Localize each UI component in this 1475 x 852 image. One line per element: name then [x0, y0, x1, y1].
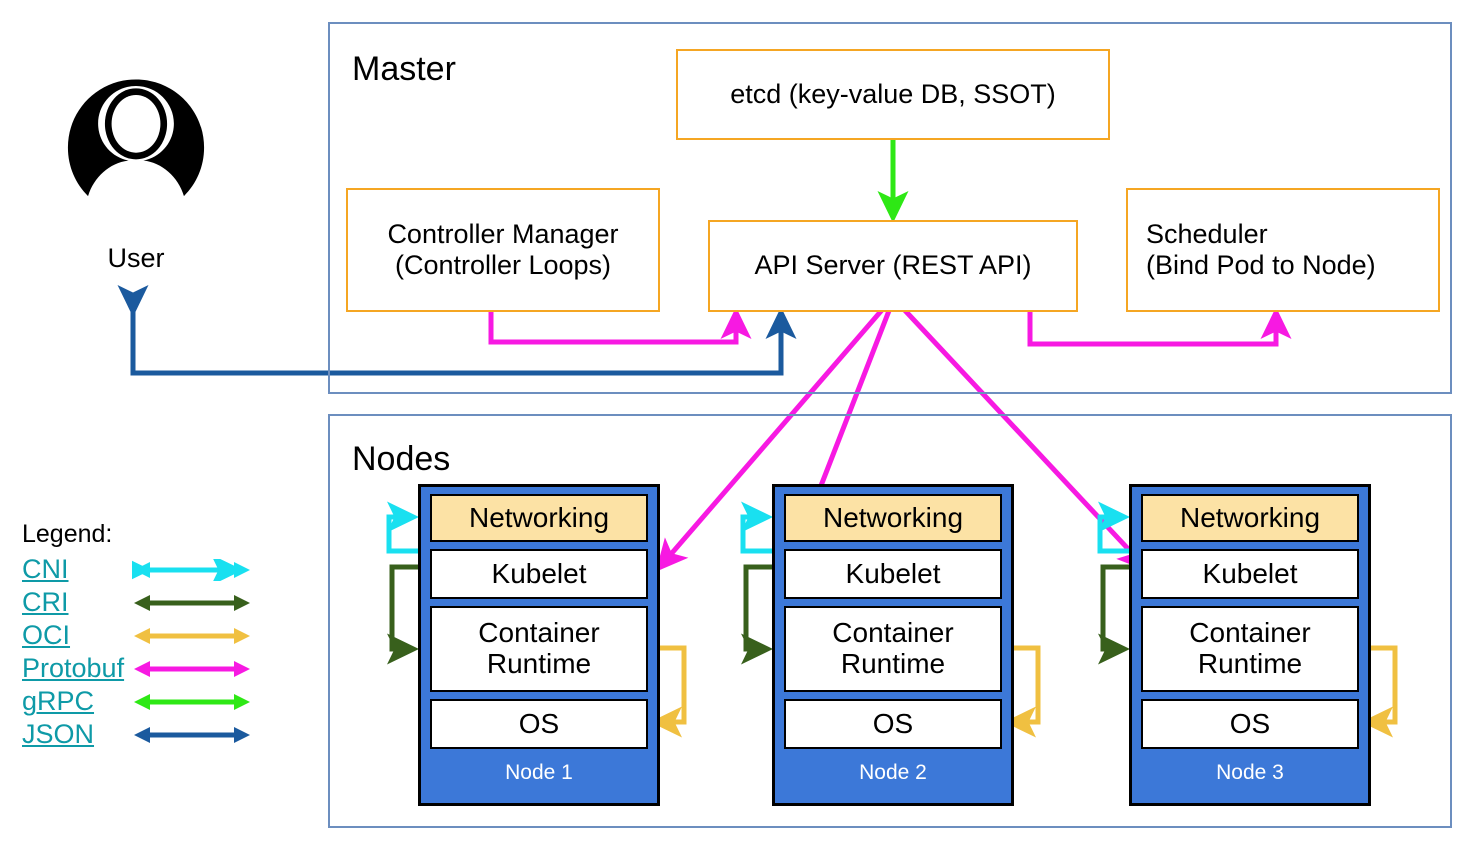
node-1-name: Node 1	[505, 761, 573, 784]
node-2-networking-label: Networking	[822, 501, 964, 533]
legend-link-cri[interactable]: CRI	[22, 587, 69, 617]
legend-link-cni[interactable]: CNI	[22, 554, 69, 584]
node-2-kubelet-label: Kubelet	[845, 557, 941, 589]
node-1-kubelet-label: Kubelet	[491, 557, 587, 589]
node-1-os-layer[interactable]: OS	[430, 699, 648, 749]
node-3[interactable]: Networking Kubelet Container Runtime OS …	[1129, 484, 1371, 806]
etcd-box[interactable]: etcd (key-value DB, SSOT)	[676, 49, 1110, 140]
node-2-runtime-label-line1: Container	[832, 617, 954, 649]
user-label: User	[107, 243, 165, 273]
node-2-os-layer[interactable]: OS	[784, 699, 1002, 749]
legend-link-oci[interactable]: OCI	[22, 620, 71, 650]
node-1-networking-layer[interactable]: Networking	[430, 494, 648, 542]
legend-row-oci: OCI	[22, 619, 272, 652]
node-3-runtime-label-line1: Container	[1189, 617, 1311, 649]
node-3-networking-label: Networking	[1179, 501, 1321, 533]
controller-manager-label-line1: Controller Manager	[387, 218, 619, 249]
legend-row-cri: CRI	[22, 586, 272, 619]
node-1-runtime-label-line1: Container	[478, 617, 600, 649]
scheduler-label-line2: (Bind Pod to Node)	[1146, 250, 1376, 280]
controller-manager-box[interactable]: Controller Manager (Controller Loops)	[346, 188, 660, 312]
user-avatar-icon	[67, 79, 205, 197]
node-3-name: Node 3	[1216, 761, 1284, 784]
api-server-box[interactable]: API Server (REST API)	[708, 220, 1078, 312]
node-1-kubelet-layer[interactable]: Kubelet	[430, 549, 648, 599]
node-1-container-runtime-layer[interactable]: Container Runtime	[430, 606, 648, 692]
node-3-kubelet-label: Kubelet	[1202, 557, 1298, 589]
controller-manager-label-line2: (Controller Loops)	[394, 250, 612, 280]
legend-row-protobuf: Protobuf	[22, 652, 272, 685]
scheduler-label-line1: Scheduler	[1146, 218, 1268, 249]
legend-link-json[interactable]: JSON	[22, 719, 95, 749]
node-2-name: Node 2	[859, 761, 927, 784]
node-2-container-runtime-layer[interactable]: Container Runtime	[784, 606, 1002, 692]
node-1-networking-label: Networking	[468, 501, 610, 533]
legend-row-cni: CNI	[22, 553, 272, 586]
legend: Legend: CNI CRI OCI	[22, 522, 272, 751]
etcd-label: etcd (key-value DB, SSOT)	[730, 78, 1056, 109]
node-3-os-label: OS	[1229, 707, 1271, 739]
legend-arrow-oci-icon	[134, 627, 250, 644]
legend-arrow-json-icon	[134, 726, 250, 743]
legend-arrow-cni-icon	[132, 558, 250, 581]
legend-row-grpc: gRPC	[22, 685, 272, 718]
node-2-os-label: OS	[872, 707, 914, 739]
node-3-container-runtime-layer[interactable]: Container Runtime	[1141, 606, 1359, 692]
node-2[interactable]: Networking Kubelet Container Runtime OS …	[772, 484, 1014, 806]
nodes-group-title: Nodes	[352, 440, 451, 478]
nodes-group-frame	[328, 414, 1452, 828]
legend-arrow-cri-icon	[134, 594, 250, 611]
legend-row-json: JSON	[22, 718, 272, 751]
scheduler-box[interactable]: Scheduler (Bind Pod to Node)	[1126, 188, 1440, 312]
node-1-runtime-label-line2: Runtime	[486, 648, 592, 679]
legend-title: Legend:	[22, 520, 113, 548]
node-3-os-layer[interactable]: OS	[1141, 699, 1359, 749]
node-3-runtime-label-line2: Runtime	[1197, 648, 1303, 679]
master-group-frame	[328, 22, 1452, 394]
node-1-os-label: OS	[518, 707, 560, 739]
legend-arrow-protobuf-icon	[134, 660, 250, 677]
node-3-kubelet-layer[interactable]: Kubelet	[1141, 549, 1359, 599]
api-server-label: API Server (REST API)	[754, 250, 1032, 281]
legend-arrow-grpc-icon	[134, 693, 250, 710]
node-1[interactable]: Networking Kubelet Container Runtime OS …	[418, 484, 660, 806]
legend-link-grpc[interactable]: gRPC	[22, 686, 95, 716]
node-2-runtime-label-line2: Runtime	[840, 648, 946, 679]
master-group-title: Master	[352, 50, 456, 88]
node-3-networking-layer[interactable]: Networking	[1141, 494, 1359, 542]
node-2-networking-layer[interactable]: Networking	[784, 494, 1002, 542]
legend-link-protobuf[interactable]: Protobuf	[22, 653, 125, 683]
node-2-kubelet-layer[interactable]: Kubelet	[784, 549, 1002, 599]
